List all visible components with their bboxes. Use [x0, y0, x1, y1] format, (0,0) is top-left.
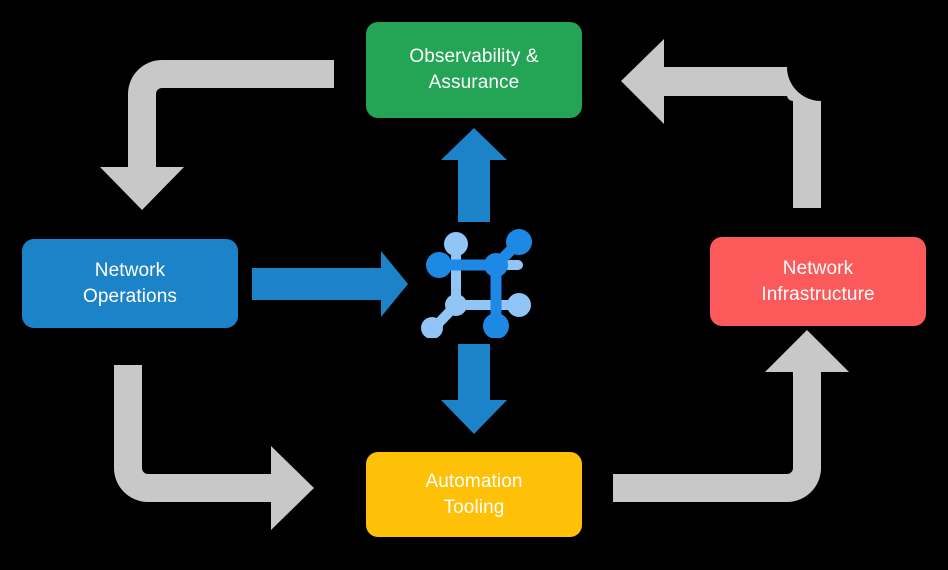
- connector-center-to-automation: [441, 344, 507, 434]
- connector-infrastructure-to-observability: [621, 39, 821, 208]
- connector-operations-to-center: [252, 251, 408, 317]
- node-network-operations[interactable]: Network Operations: [22, 239, 238, 328]
- node-observability-and-assurance[interactable]: Observability & Assurance: [366, 22, 582, 118]
- connector-center-to-observability: [441, 128, 507, 222]
- network-topology-icon: [421, 229, 532, 338]
- connector-operations-to-automation: [114, 365, 314, 530]
- node-network-infrastructure[interactable]: Network Infrastructure: [710, 237, 926, 326]
- node-automation-tooling[interactable]: Automation Tooling: [366, 452, 582, 537]
- connector-observability-to-operations: [100, 60, 334, 210]
- connector-automation-to-infrastructure: [613, 330, 849, 502]
